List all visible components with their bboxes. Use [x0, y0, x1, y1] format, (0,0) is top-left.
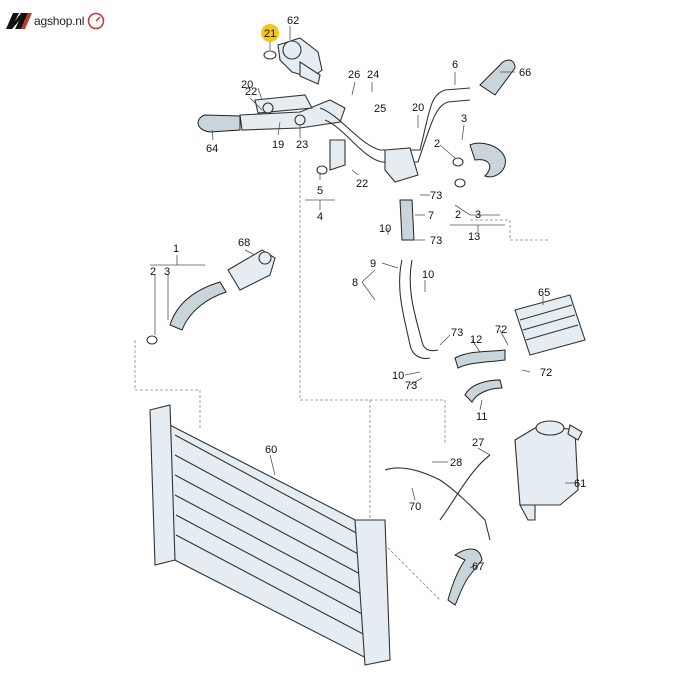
callout-66[interactable]: 66	[519, 67, 531, 79]
part-27-branch	[439, 454, 491, 521]
callout-19[interactable]: 19	[272, 139, 284, 151]
part-64-hose	[197, 114, 241, 133]
callout-7[interactable]: 7	[428, 210, 434, 222]
part-2-oring-top	[452, 157, 464, 167]
callout-3-left[interactable]: 3	[164, 266, 170, 278]
callout-8[interactable]: 8	[352, 277, 358, 289]
callout-10-b[interactable]: 10	[422, 269, 434, 281]
callout-4[interactable]: 4	[317, 211, 323, 223]
part-7-hose	[399, 199, 415, 241]
part-center-housing	[384, 147, 419, 183]
callout-3-right[interactable]: 3	[475, 209, 481, 221]
callout-20-upper-left[interactable]: 20	[241, 79, 253, 91]
part-61-expansion-tank	[514, 420, 583, 521]
part-65-oil-cooler	[514, 294, 586, 356]
callout-26[interactable]: 26	[348, 69, 360, 81]
leader-lines	[150, 26, 578, 569]
callout-72-a[interactable]: 72	[495, 324, 507, 336]
callout-9[interactable]: 9	[370, 258, 376, 270]
callout-11[interactable]: 11	[476, 411, 487, 423]
part-62-flange	[277, 37, 323, 85]
callout-65[interactable]: 65	[538, 287, 550, 299]
callout-61[interactable]: 61	[574, 478, 586, 490]
callout-21-highlight	[261, 24, 279, 42]
gauge-icon	[88, 12, 105, 30]
callout-20-upper-right[interactable]: 20	[412, 102, 424, 114]
callout-2-left[interactable]: 2	[150, 266, 156, 278]
callout-68[interactable]: 68	[238, 237, 250, 249]
part-67-hose	[447, 548, 483, 606]
part-27-hose	[384, 467, 491, 541]
part-8-pipe	[399, 259, 431, 359]
brand-logo[interactable]: agshop.nl	[6, 10, 105, 32]
part-1-hose	[169, 281, 227, 331]
part-5-oring	[316, 165, 328, 175]
callout-23[interactable]: 23	[296, 139, 308, 151]
part-main-pipe-long	[319, 87, 471, 151]
part-5-connector	[329, 139, 346, 171]
callout-labels: 62 21 20 22 64 19 23 26 24 25 6 66 20 3 …	[150, 15, 586, 573]
callout-70[interactable]: 70	[409, 501, 421, 513]
callout-67[interactable]: 67	[472, 561, 484, 573]
callout-6[interactable]: 6	[452, 59, 458, 71]
part-66-hose	[479, 59, 516, 96]
part-2-oring-mid	[454, 178, 466, 188]
callout-13[interactable]: 13	[468, 231, 480, 243]
callout-73-d[interactable]: 73	[405, 380, 417, 392]
part-11-hose	[464, 379, 503, 403]
callout-22-mid[interactable]: 22	[356, 178, 368, 190]
callout-25[interactable]: 25	[374, 103, 386, 115]
callout-12[interactable]: 12	[470, 334, 482, 346]
callout-2-right[interactable]: 2	[455, 209, 461, 221]
part-3-hose	[469, 142, 506, 178]
callout-60[interactable]: 60	[265, 444, 277, 456]
callout-73-a[interactable]: 73	[430, 190, 442, 202]
callout-73-b[interactable]: 73	[430, 235, 442, 247]
callout-73-c[interactable]: 73	[451, 327, 463, 339]
callout-21[interactable]: 21	[264, 28, 276, 40]
group-boundary-radiator	[134, 340, 201, 430]
callout-10-c[interactable]: 10	[392, 370, 404, 382]
callout-10-a[interactable]: 10	[379, 223, 391, 235]
part-60-radiator	[149, 404, 391, 666]
group-boundary-left	[299, 160, 446, 445]
callout-27[interactable]: 27	[472, 437, 484, 449]
part-21-oring	[263, 50, 277, 60]
part-68-housing	[227, 249, 276, 291]
group-boundary-right	[470, 219, 550, 241]
callout-24[interactable]: 24	[367, 69, 379, 81]
part-8-pipe-inner	[409, 259, 439, 352]
callout-22-upper-left[interactable]: 22	[245, 86, 257, 98]
callout-2-upper[interactable]: 2	[434, 138, 440, 150]
callout-1[interactable]: 1	[173, 243, 179, 255]
callout-64[interactable]: 64	[206, 143, 218, 155]
brand-mark-icon	[6, 13, 32, 29]
part-12-hose	[454, 349, 506, 369]
part-2-oring-left	[146, 335, 158, 345]
callout-5[interactable]: 5	[317, 185, 323, 197]
callout-72-b[interactable]: 72	[540, 367, 552, 379]
part-19-coolant-pipe	[239, 94, 346, 131]
callout-28[interactable]: 28	[450, 457, 462, 469]
part-main-pipe-long-inner	[324, 99, 471, 163]
callout-3-upper[interactable]: 3	[461, 113, 467, 125]
callout-62[interactable]: 62	[287, 15, 299, 27]
brand-name: agshop.nl	[34, 14, 85, 28]
